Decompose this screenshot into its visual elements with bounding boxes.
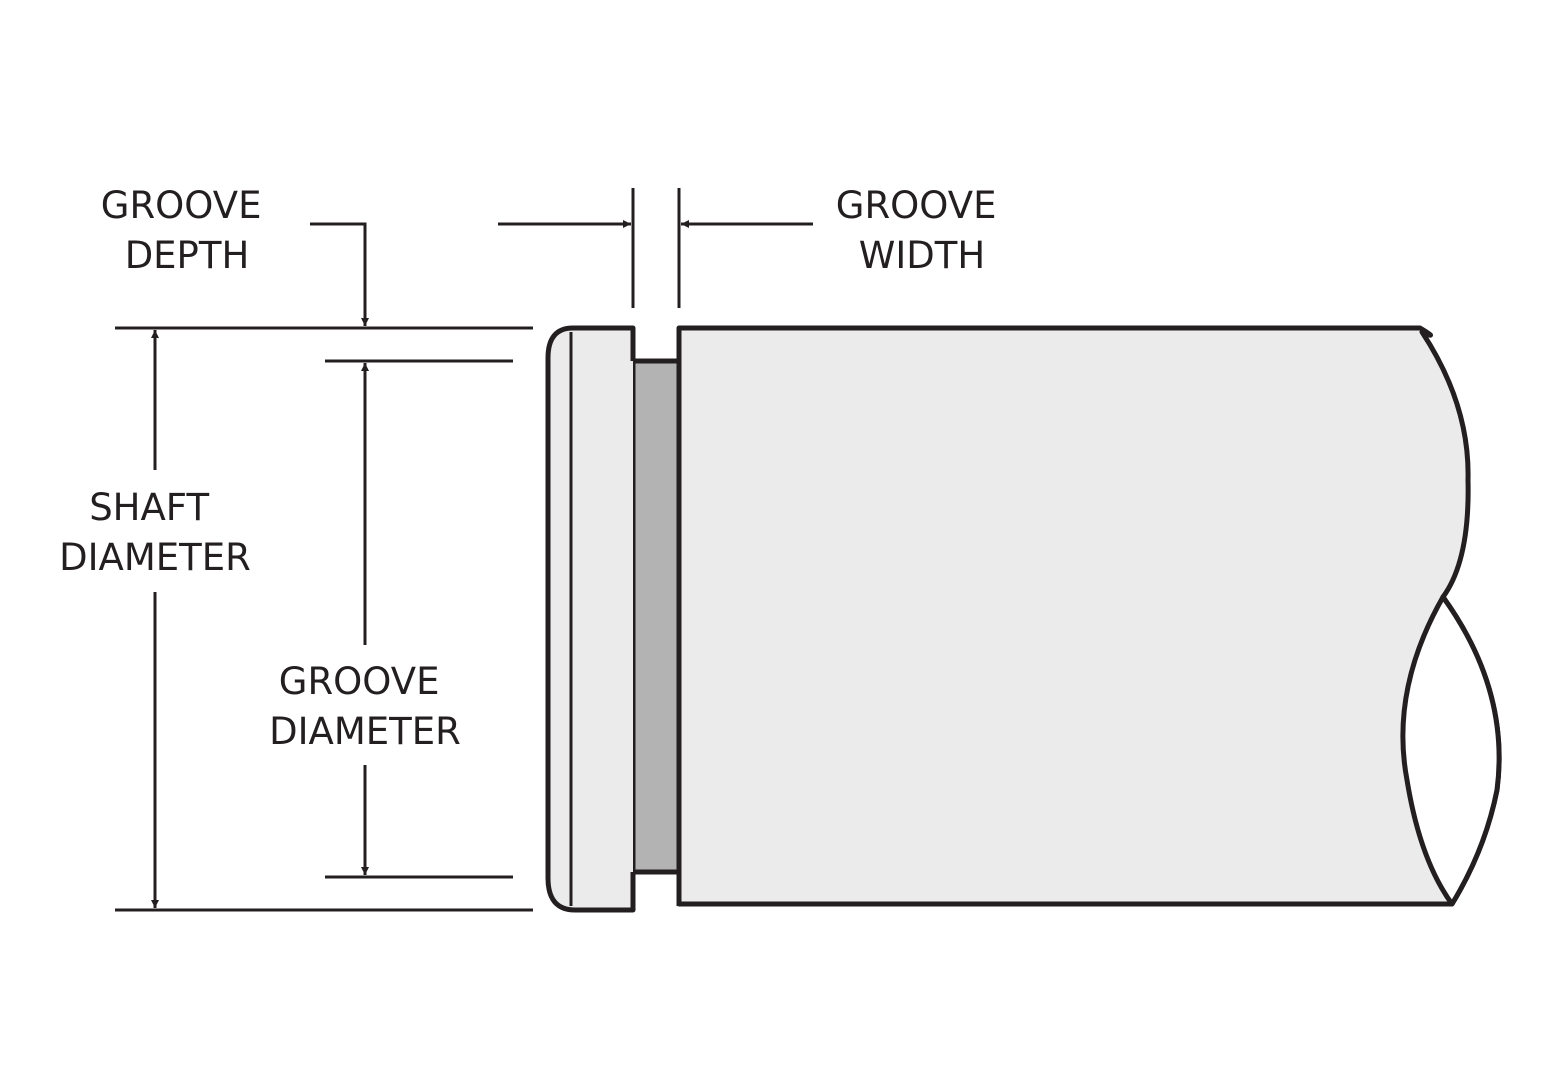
shaft-break-section bbox=[1400, 594, 1502, 907]
shaft-end-cap bbox=[545, 325, 636, 913]
shaft-diameter-label: SHAFT DIAMETER bbox=[59, 486, 251, 579]
labels: GROOVE DEPTH GROOVE WIDTH SHAFT DIAMETER… bbox=[59, 184, 1008, 753]
groove-depth-label-line-2: DEPTH bbox=[125, 234, 250, 277]
shaft-diameter-label-line-1: SHAFT bbox=[89, 486, 209, 529]
shaft bbox=[545, 325, 1502, 913]
shaft-diameter-label-line-2: DIAMETER bbox=[59, 536, 251, 579]
groove-diameter-label-line-2: DIAMETER bbox=[269, 710, 461, 753]
groove-width-label-line-2: WIDTH bbox=[859, 234, 985, 277]
groove-diameter-label-line-1: GROOVE bbox=[279, 660, 440, 703]
groove-depth-label: GROOVE DEPTH bbox=[101, 184, 273, 277]
dimension-arrows bbox=[151, 220, 813, 908]
groove bbox=[630, 358, 682, 875]
groove-depth-label-line-1: GROOVE bbox=[101, 184, 262, 227]
groove-width-label-line-1: GROOVE bbox=[836, 184, 997, 227]
shaft-body bbox=[676, 325, 1502, 907]
extension-lines bbox=[115, 188, 681, 912]
groove-width-label: GROOVE WIDTH bbox=[836, 184, 1008, 277]
groove-depth-leader-arrow bbox=[310, 222, 369, 326]
groove-diameter-label: GROOVE DIAMETER bbox=[269, 660, 461, 753]
